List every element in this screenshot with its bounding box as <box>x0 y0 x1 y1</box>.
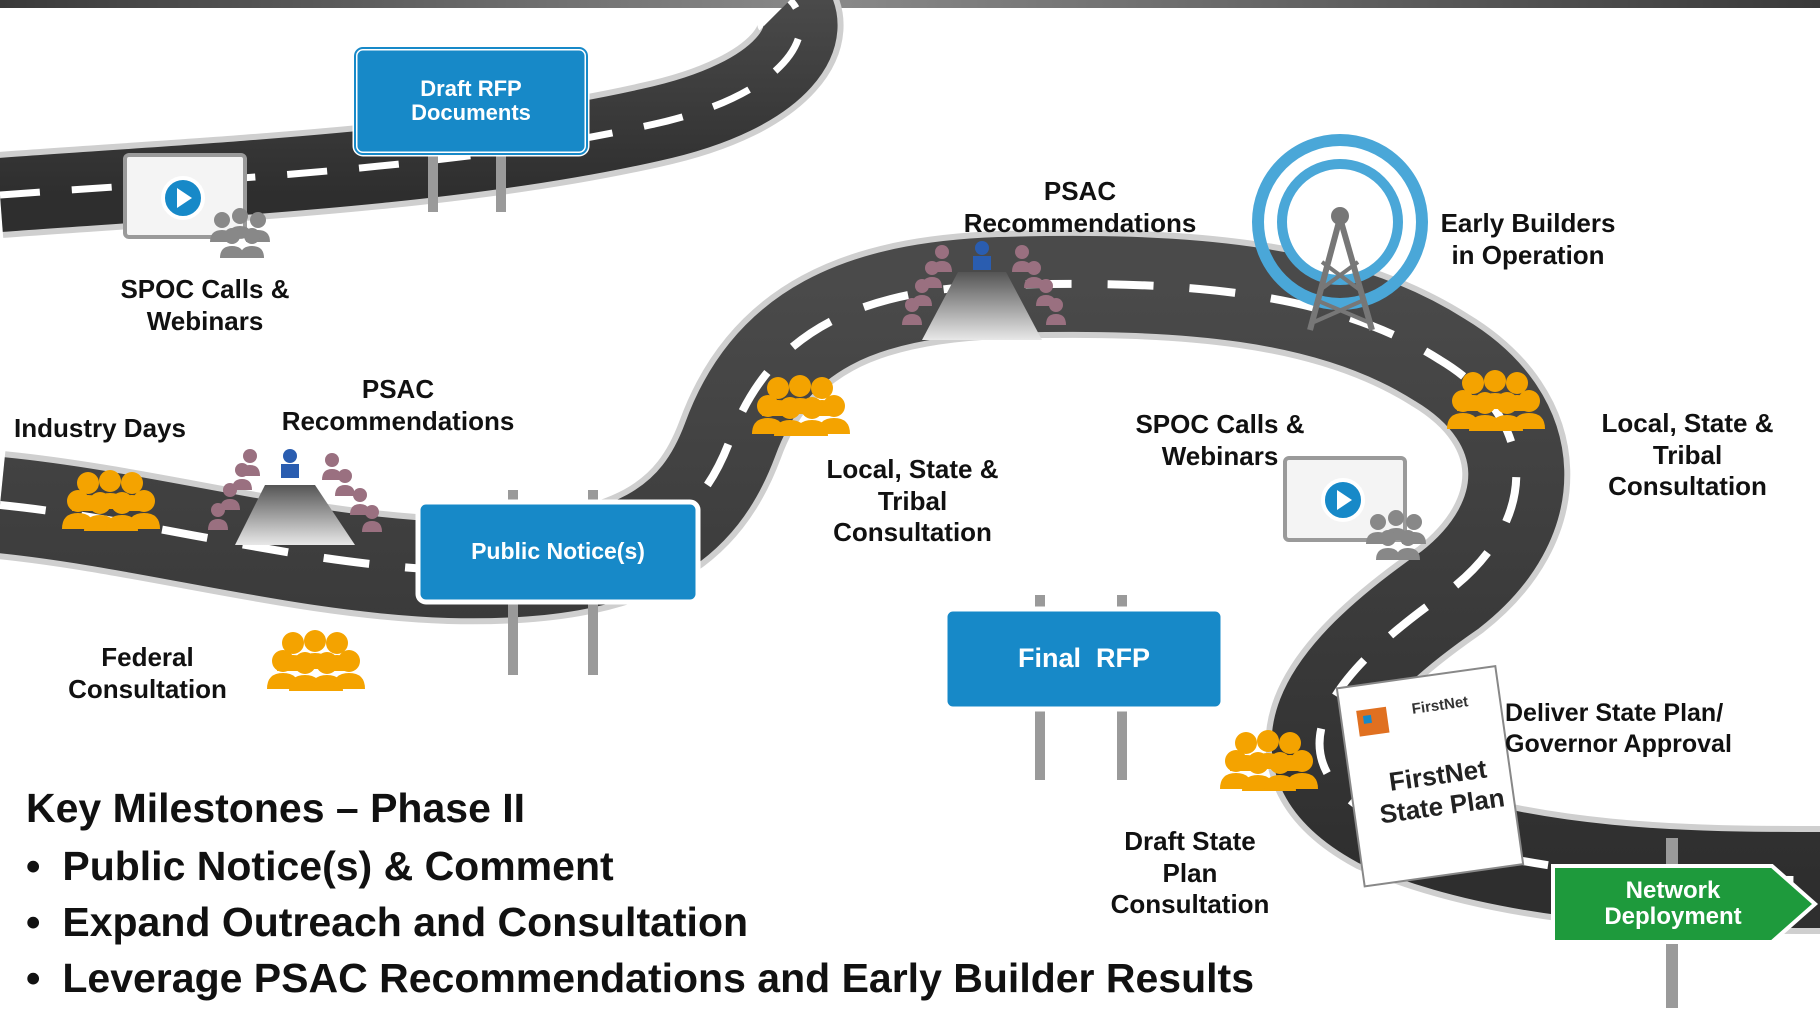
local-consultation-label-1: Local, State & Tribal Consultation <box>826 454 999 548</box>
federal-consultation-crowd-icon <box>267 630 365 691</box>
final-rfp-sign <box>942 606 1226 712</box>
milestones-title: Key Milestones – Phase II <box>26 785 526 831</box>
network-deployment-arrow-sign <box>1551 864 1819 944</box>
webinar-screen-1 <box>123 153 270 258</box>
milestone-item: Leverage PSAC Recommendations and Early … <box>26 950 1254 1006</box>
top-bar <box>0 0 1820 8</box>
radio-tower-icon <box>1252 134 1428 331</box>
psac-meeting-table-2 <box>902 241 1066 340</box>
network-deployment-label: Network Deployment <box>1604 876 1742 930</box>
local-consultation-label-2: Local, State & Tribal Consultation <box>1601 408 1774 502</box>
early-builders-label: Early Builders in Operation <box>1440 208 1616 270</box>
deliver-state-plan-label: Deliver State Plan/ Governor Approval <box>1505 699 1732 758</box>
public-notice-sign <box>415 499 701 605</box>
milestone-item: Public Notice(s) & Comment <box>26 838 1254 894</box>
key-milestones-list: Key Milestones – Phase II Public Notice(… <box>26 785 1254 1006</box>
draft-rfp-sign-posts <box>428 150 506 212</box>
milestone-item: Expand Outreach and Consultation <box>26 894 1254 950</box>
psac-recommendations-label-2: PSAC Recommendations <box>963 176 1197 238</box>
industry-days-label: Industry Days <box>14 413 186 443</box>
psac-meeting-table-1 <box>208 449 382 545</box>
public-notice-sign-label: Public Notice(s) <box>471 538 645 565</box>
draft-rfp-sign-label: Draft RFP Documents <box>411 75 531 125</box>
state-plan-document <box>1335 664 1525 888</box>
psac-recommendations-label-1: PSAC Recommendations <box>281 374 515 436</box>
webinar-screen-2 <box>1283 456 1426 560</box>
spoc-calls-label-1: SPOC Calls & Webinars <box>120 274 290 336</box>
federal-consultation-label: Federal Consultation <box>68 642 227 704</box>
spoc-calls-label-2: SPOC Calls & Webinars <box>1135 409 1305 471</box>
final-rfp-sign-label: Final RFP <box>1017 643 1150 674</box>
